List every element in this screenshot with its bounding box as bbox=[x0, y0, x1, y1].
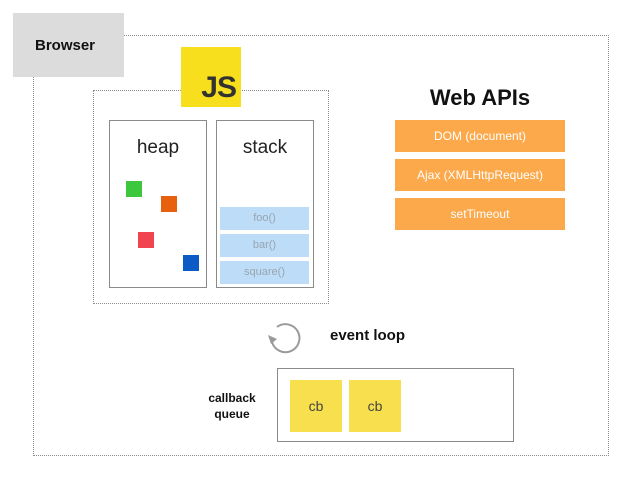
web-api-item: Ajax (XMLHttpRequest) bbox=[395, 159, 565, 191]
stack-frame: bar() bbox=[220, 234, 309, 257]
heap-object bbox=[138, 232, 154, 248]
callback-item: cb bbox=[290, 380, 342, 432]
heap-object bbox=[126, 181, 142, 197]
callback-queue-label-line1: callback bbox=[208, 391, 256, 405]
web-api-item: DOM (document) bbox=[395, 120, 565, 152]
js-logo: JS bbox=[181, 47, 241, 107]
browser-frame bbox=[33, 35, 609, 456]
event-loop-icon bbox=[268, 323, 301, 354]
stack-title: stack bbox=[242, 137, 288, 158]
callback-queue-label: callback queue bbox=[190, 390, 274, 422]
callback-queue-box bbox=[277, 368, 514, 442]
js-logo-text: JS bbox=[201, 71, 237, 104]
stack-panel: stack bbox=[216, 120, 314, 288]
heap-title: heap bbox=[136, 137, 180, 158]
web-api-item: setTimeout bbox=[395, 198, 565, 230]
browser-label: Browser bbox=[13, 13, 124, 77]
heap-object bbox=[161, 196, 177, 212]
stack-frame: square() bbox=[220, 261, 309, 284]
web-apis-title: Web APIs bbox=[429, 85, 531, 110]
stack-frame: foo() bbox=[220, 207, 309, 230]
event-loop-label: event loop bbox=[330, 327, 406, 344]
callback-queue-label-line2: queue bbox=[214, 407, 250, 421]
heap-object bbox=[183, 255, 199, 271]
callback-item: cb bbox=[349, 380, 401, 432]
